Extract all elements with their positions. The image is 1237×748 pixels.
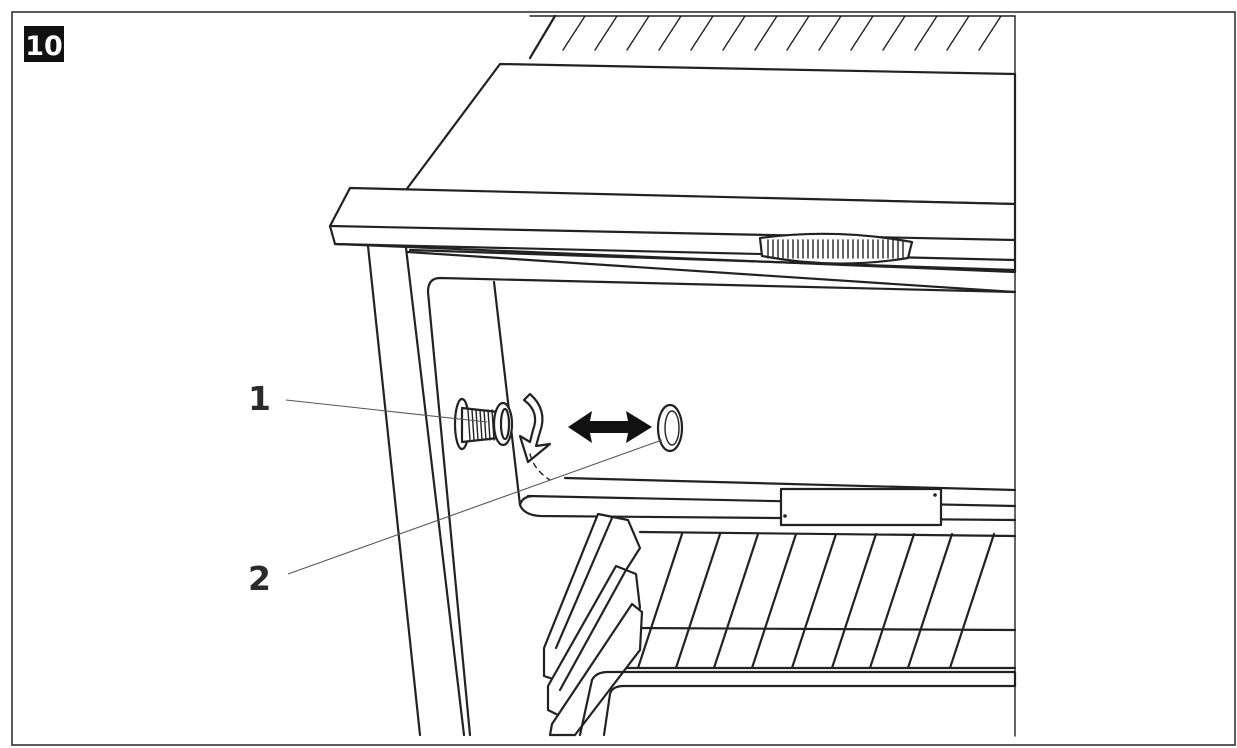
screw-thread [479, 409, 483, 441]
screw-thread [471, 409, 475, 441]
rating-plate [779, 487, 943, 527]
knurled-knob [758, 232, 914, 265]
shelf-bar [712, 532, 760, 670]
hatch-stroke [722, 15, 746, 51]
hatch-stroke [978, 15, 1002, 51]
hatch-stroke [786, 15, 810, 51]
screw-thread [467, 409, 471, 441]
callout-2-label: 2 [248, 559, 271, 598]
top-hatched-surface [528, 14, 1016, 60]
hatch-stroke [914, 15, 938, 51]
cover-plug [656, 403, 684, 453]
wire-shelf [622, 530, 1017, 670]
rotation-arrow-icon [518, 392, 552, 481]
callout-1-leader [285, 399, 488, 423]
callout-2-leader [287, 439, 663, 575]
hatch-stroke [594, 15, 618, 51]
cabinet-side-panel [366, 244, 1017, 737]
step-badge: 10 [24, 26, 64, 62]
shelf-bar [868, 532, 916, 670]
screw-thread [475, 409, 479, 441]
shelf-bar [750, 532, 798, 670]
shelf-bar [948, 532, 996, 670]
crisper-drawer [578, 670, 1017, 737]
figure-frame [11, 11, 1236, 746]
hatch-stroke [562, 15, 586, 51]
hatch-stroke [754, 15, 778, 51]
hatch-stroke [946, 15, 970, 51]
hatch-stroke [882, 15, 906, 51]
hatch-stroke [690, 15, 714, 51]
double-arrow-icon [568, 411, 652, 443]
shelf-bar [674, 532, 722, 670]
shelf-bar [790, 532, 838, 670]
shelf-bar [830, 532, 878, 670]
drawer-fronts [542, 512, 644, 737]
hatch-stroke [626, 15, 650, 51]
hatch-stroke [818, 15, 842, 51]
shelf-bar [636, 532, 684, 670]
screw [453, 397, 514, 451]
shelf-bar [906, 532, 954, 670]
screw-thread [483, 409, 487, 441]
callout-1-label: 1 [248, 379, 271, 418]
step-number: 10 [25, 31, 63, 62]
hatch-stroke [658, 15, 682, 51]
screw-thread [487, 409, 491, 441]
hatch-stroke [850, 15, 874, 51]
worktop-slab [328, 62, 1017, 274]
